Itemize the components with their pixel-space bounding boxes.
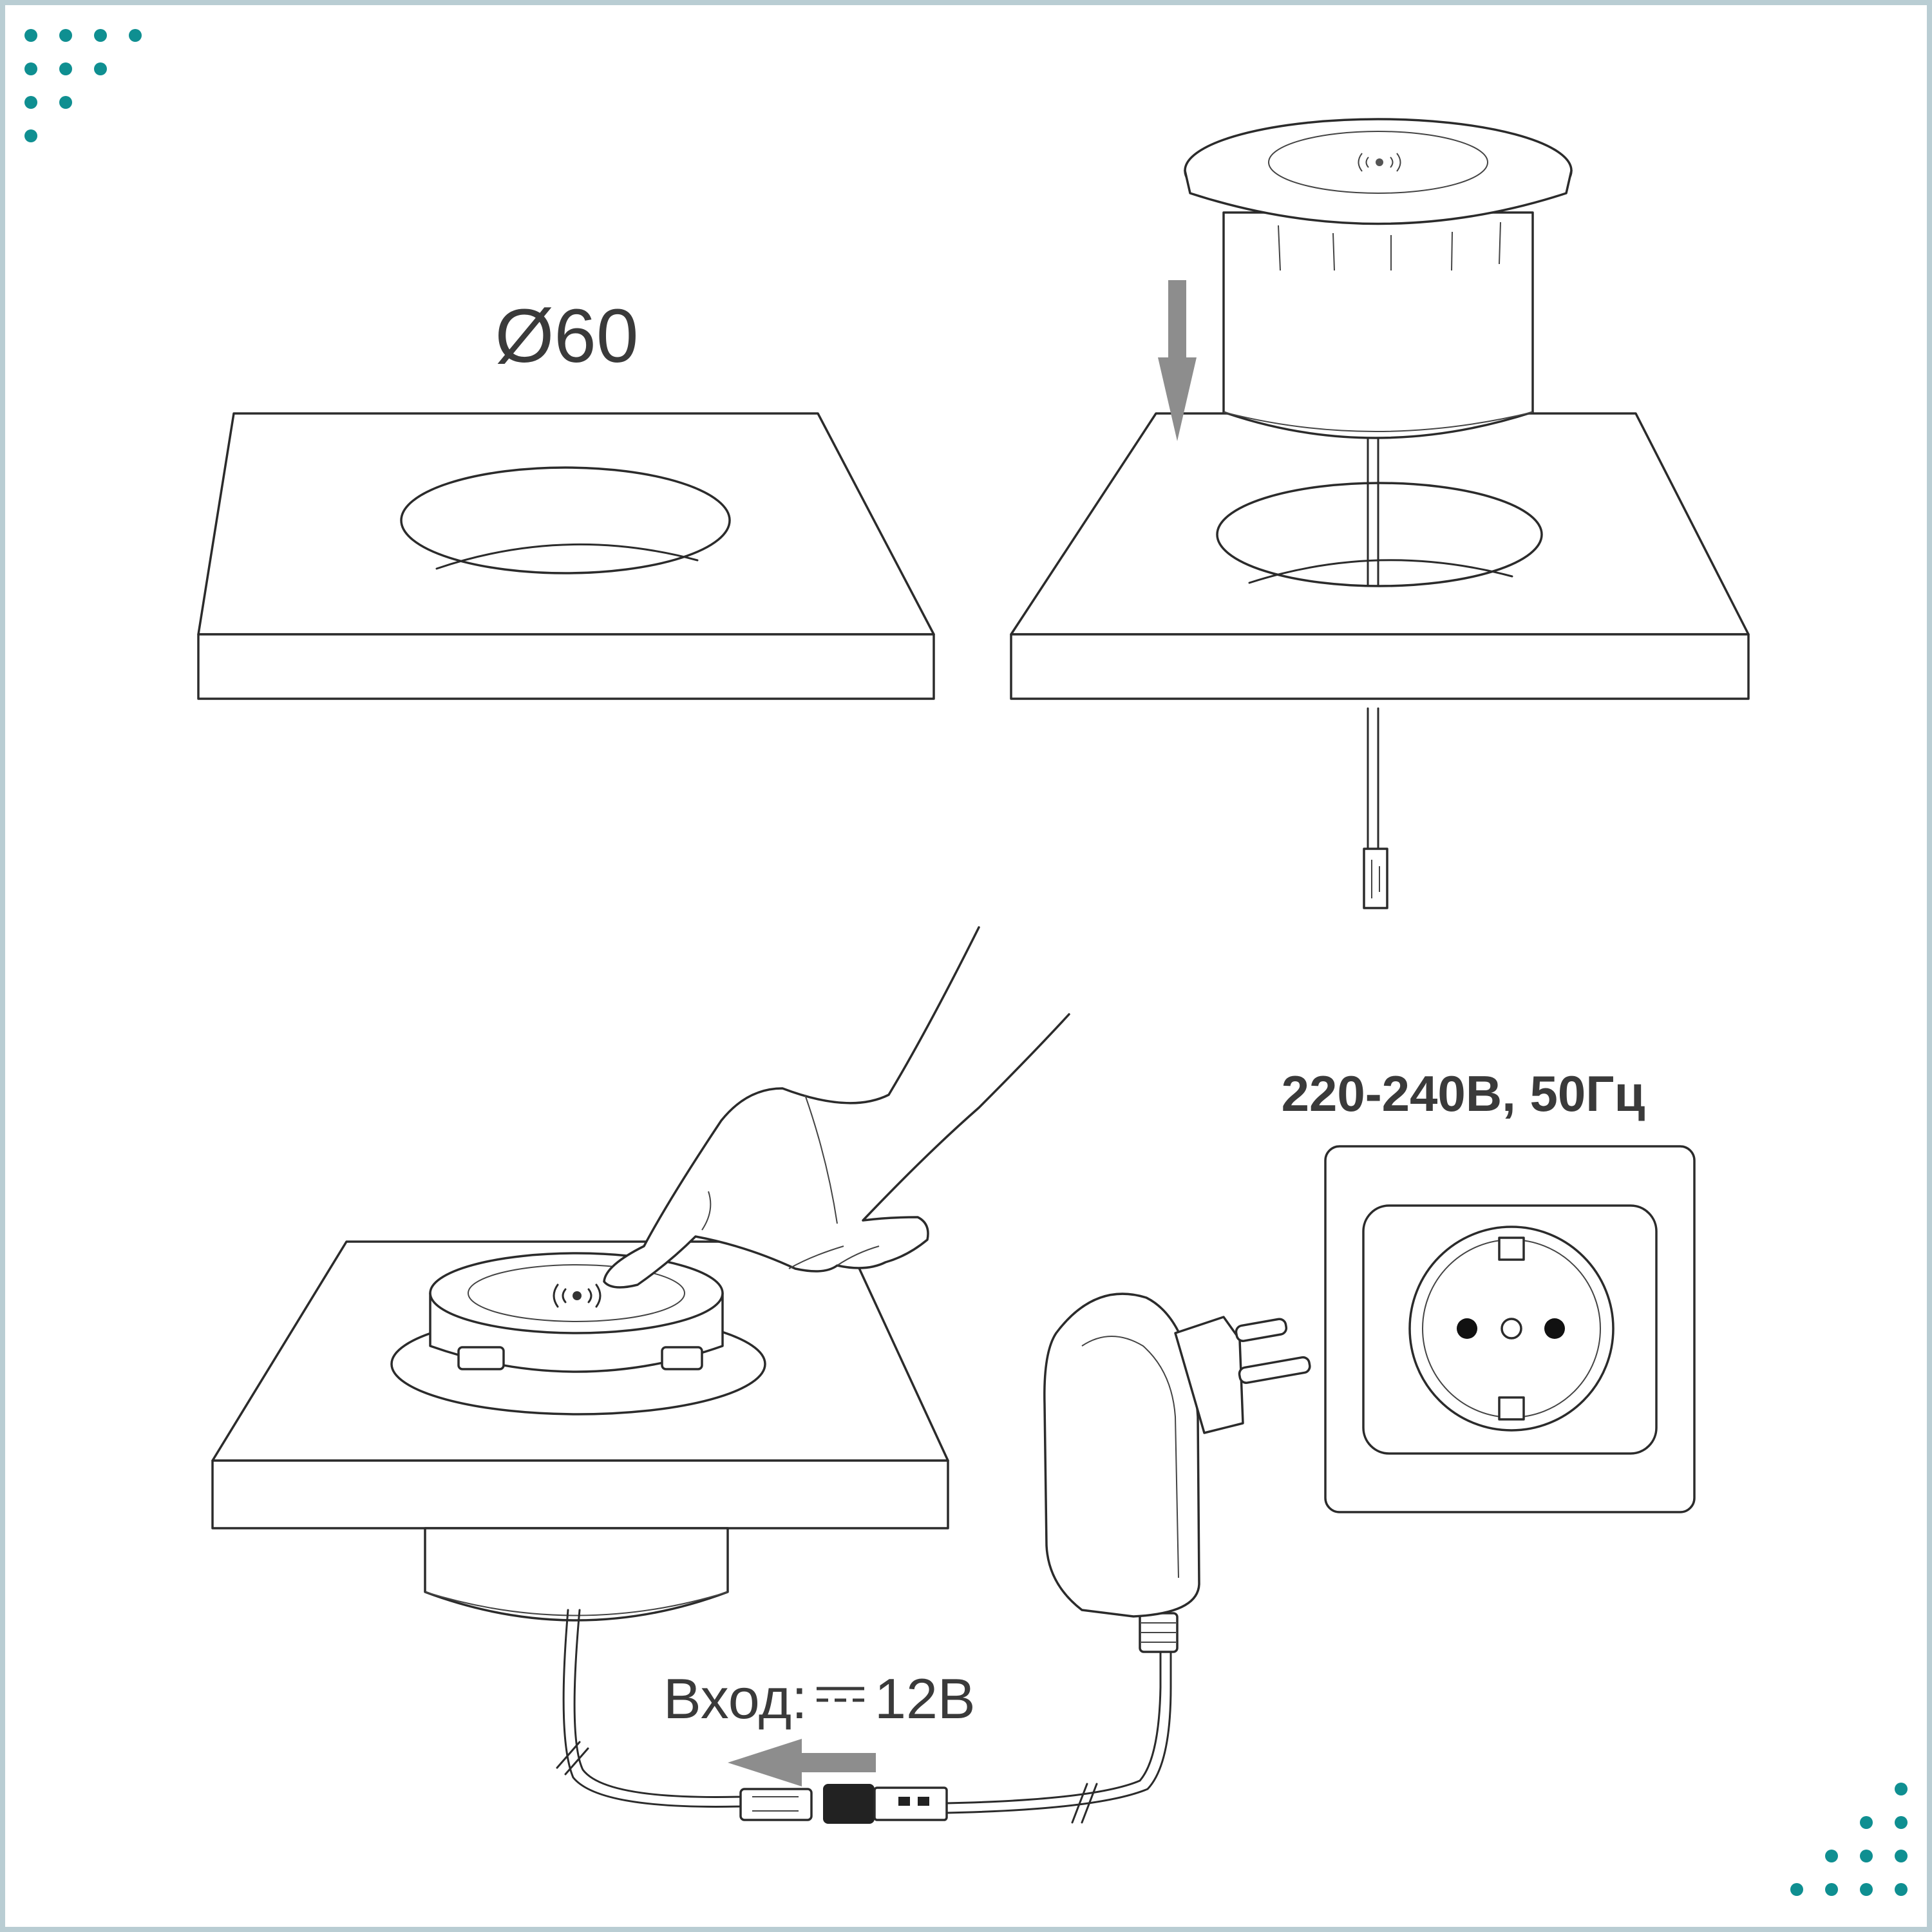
step2-cable [1363, 424, 1388, 909]
arrow-left-icon [728, 1739, 876, 1786]
connector-female [823, 1784, 875, 1824]
step3-device-bottom [424, 1527, 729, 1622]
usb-port-left [457, 1346, 505, 1370]
adapter-cable [945, 1612, 1179, 1824]
step1-hole [400, 466, 731, 574]
device-cable [556, 1609, 742, 1808]
power-adapter [1043, 1293, 1311, 1618]
usb-port-right [661, 1346, 703, 1370]
step2-board [1010, 412, 1750, 700]
hand-illustration [603, 926, 1070, 1289]
step1-board [197, 412, 935, 700]
socket-hole-left [1457, 1318, 1477, 1339]
socket-ground-bottom [1498, 1396, 1525, 1421]
wall-socket [1324, 1145, 1696, 1513]
arrow-down-icon [1158, 280, 1197, 441]
socket-hole-right [1544, 1318, 1565, 1339]
input-prefix-text: Вход: [663, 1667, 808, 1730]
step2-device [1184, 118, 1573, 439]
dc-current-icon [817, 1687, 864, 1702]
decor-dots-top-left [24, 29, 142, 142]
wireless-charging-icon [553, 1283, 601, 1308]
device-top-pad [1268, 131, 1488, 194]
cable-connectors [739, 1784, 948, 1824]
plug-pin-top [1235, 1318, 1288, 1342]
socket-ground-top [1498, 1236, 1525, 1261]
input-voltage-text: 12В [875, 1667, 976, 1730]
plug-pin-bottom [1238, 1356, 1311, 1384]
wireless-charging-icon [1358, 153, 1401, 172]
decor-dots-bottom-right [1790, 1783, 1908, 1896]
socket-center [1501, 1318, 1522, 1340]
connector-male [739, 1788, 813, 1821]
step2-connector [1363, 848, 1388, 909]
mains-voltage-label: 220-240В, 50Гц [1282, 1065, 1645, 1122]
step3-device [390, 1252, 766, 1416]
step2-hole [1216, 482, 1543, 587]
input-voltage-label: Вход: 12В [663, 1667, 976, 1730]
hole-diameter-label: Ø60 [495, 294, 638, 379]
